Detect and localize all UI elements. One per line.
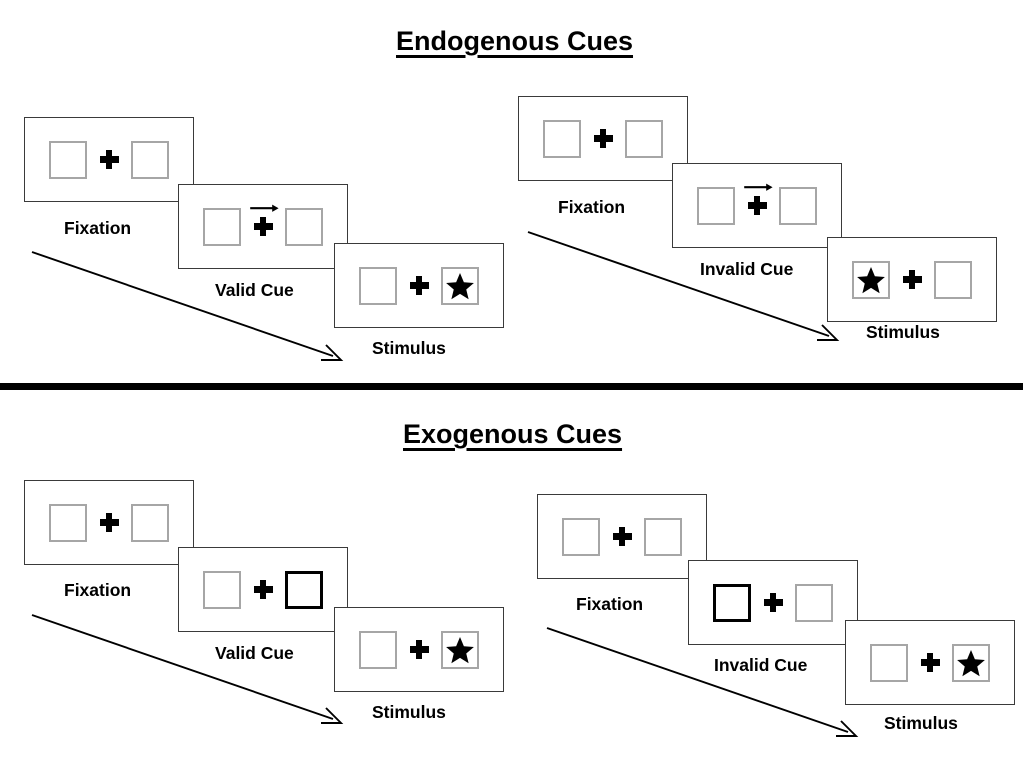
section-title-exogenous: Exogenous Cues: [403, 419, 623, 449]
panel-exogenous-invalid-cue: [688, 560, 858, 645]
fixation-cross-icon: [409, 276, 429, 295]
fixation-cross-icon: [99, 513, 119, 532]
fixation-cross-wrap: [908, 641, 952, 685]
caption-endogenous-invalid-stimulus: Stimulus: [866, 322, 940, 342]
caption-exogenous-valid-cue: Valid Cue: [215, 643, 294, 663]
time-arrow-endogenous-valid: [31, 251, 344, 361]
caption-endogenous-valid-cue: Valid Cue: [215, 280, 294, 300]
stimulus-box-left: [852, 260, 890, 299]
panel-endogenous-invalid-stimulus: [827, 237, 997, 322]
fixation-cross-icon: [920, 653, 940, 672]
stimulus-box-left: [697, 186, 735, 225]
fixation-cross-wrap: [87, 138, 131, 182]
caption-endogenous-invalid-cue: Invalid Cue: [700, 259, 794, 279]
fixation-cross-wrap: [735, 183, 779, 228]
panel-exogenous-valid-fixation: [24, 480, 194, 565]
stimulus-box-left: [562, 517, 600, 556]
stimulus-box-right: [625, 119, 663, 158]
stimulus-box-right: [795, 583, 833, 622]
stimulus-box-left: [49, 140, 87, 179]
fixation-cross-icon: [902, 270, 922, 289]
fixation-cross-wrap: [751, 581, 795, 625]
fixation-cross-wrap: [600, 515, 644, 559]
panel-endogenous-valid-stimulus: [334, 243, 504, 328]
stimulus-box-left: [359, 266, 397, 305]
stimulus-box-left: [870, 643, 908, 682]
stimulus-box-right: [441, 266, 479, 305]
fixation-cross-wrap: [397, 628, 441, 672]
fixation-cross-wrap: [87, 501, 131, 545]
arrow-right-cue-icon: [744, 183, 773, 191]
time-arrow-exogenous-invalid: [546, 627, 859, 737]
panel-endogenous-valid-fixation: [24, 117, 194, 202]
fixation-cross-icon: [253, 580, 273, 599]
star-icon: [446, 272, 474, 299]
fixation-cross-wrap: [890, 258, 934, 302]
stimulus-box-right-cued: [285, 570, 323, 609]
caption-exogenous-valid-fixation: Fixation: [64, 580, 132, 600]
section-title-endogenous: Endogenous Cues: [396, 26, 634, 56]
fixation-cross-icon: [763, 593, 783, 612]
star-icon: [446, 636, 474, 663]
fixation-cross-icon: [253, 217, 273, 236]
stimulus-box-left: [203, 207, 241, 246]
star-icon: [957, 649, 985, 676]
fixation-cross-icon: [747, 196, 767, 215]
fixation-cross-wrap: [397, 264, 441, 308]
stimulus-box-right: [131, 140, 169, 179]
stimulus-box-right: [779, 186, 817, 225]
fixation-cross-icon: [99, 150, 119, 169]
panel-endogenous-valid-cue: [178, 184, 348, 269]
fixation-cross-icon: [612, 527, 632, 546]
fixation-cross-wrap: [241, 204, 285, 249]
caption-exogenous-invalid-fixation: Fixation: [576, 594, 644, 614]
star-icon: [857, 266, 885, 293]
stimulus-box-right: [441, 630, 479, 669]
panel-endogenous-invalid-fixation: [518, 96, 688, 181]
fixation-cross-icon: [593, 129, 613, 148]
stimulus-box-right: [952, 643, 990, 682]
stimulus-box-right: [131, 503, 169, 542]
caption-exogenous-invalid-cue: Invalid Cue: [714, 655, 808, 675]
section-divider: [0, 383, 1023, 390]
fixation-cross-icon: [409, 640, 429, 659]
panel-endogenous-invalid-cue: [672, 163, 842, 248]
panel-exogenous-invalid-stimulus: [845, 620, 1015, 705]
fixation-cross-wrap: [581, 117, 625, 161]
stimulus-box-left: [543, 119, 581, 158]
time-arrow-endogenous-invalid: [527, 231, 840, 341]
stimulus-box-left: [359, 630, 397, 669]
caption-exogenous-invalid-stimulus: Stimulus: [884, 713, 958, 733]
panel-exogenous-valid-stimulus: [334, 607, 504, 692]
arrow-right-cue-icon: [250, 204, 279, 212]
time-arrow-exogenous-valid: [31, 614, 344, 724]
stimulus-box-right: [934, 260, 972, 299]
stimulus-box-left: [203, 570, 241, 609]
panel-exogenous-valid-cue: [178, 547, 348, 632]
fixation-cross-wrap: [241, 568, 285, 612]
caption-endogenous-valid-stimulus: Stimulus: [372, 338, 446, 358]
stimulus-box-right: [285, 207, 323, 246]
caption-endogenous-invalid-fixation: Fixation: [558, 197, 626, 217]
panel-exogenous-invalid-fixation: [537, 494, 707, 579]
stimulus-box-left-cued: [713, 583, 751, 622]
caption-exogenous-valid-stimulus: Stimulus: [372, 702, 446, 722]
stimulus-box-left: [49, 503, 87, 542]
caption-endogenous-valid-fixation: Fixation: [64, 218, 132, 238]
stimulus-box-right: [644, 517, 682, 556]
